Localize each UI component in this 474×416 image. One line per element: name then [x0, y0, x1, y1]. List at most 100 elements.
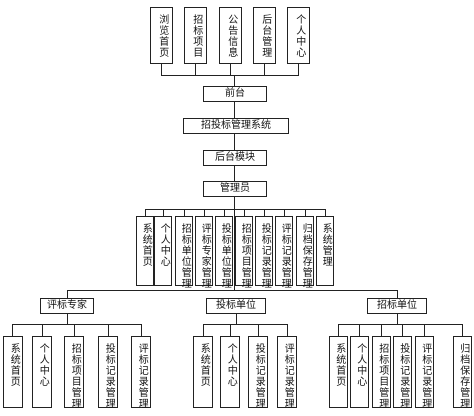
connector: [230, 64, 231, 75]
admin-module-label: 招标项目管理: [239, 223, 251, 289]
expert-module-personal-center: 个人中心: [32, 336, 52, 408]
connector: [184, 209, 185, 216]
connector: [338, 324, 339, 336]
top-module-tender-projects: 招标项目: [184, 7, 207, 64]
connector: [264, 209, 265, 216]
admin-module-system-home: 系统首页: [136, 216, 154, 286]
connector: [145, 209, 146, 216]
connector: [12, 324, 142, 325]
top-module-announcements: 公告信息: [219, 7, 242, 64]
connector: [234, 166, 235, 181]
connector: [325, 209, 326, 216]
bidder-module-label: 系统首页: [198, 343, 210, 387]
bidder-module-bid-record-mgmt: 投标记录管理: [248, 336, 268, 409]
tenderer-module-archive-mgmt: 归档保存管理: [453, 336, 472, 409]
connector: [145, 209, 325, 210]
expert-module-label: 招标项目管理: [69, 343, 81, 409]
front-end-label: 前台: [225, 88, 245, 99]
front-end-node: 前台: [203, 86, 267, 102]
connector: [161, 64, 162, 75]
connector: [258, 324, 259, 336]
connector: [397, 290, 398, 298]
connector: [287, 324, 288, 336]
expert-module-system-home: 系统首页: [3, 336, 23, 408]
admin-module-archive-mgmt: 归档保存管理: [296, 216, 314, 289]
connector: [204, 209, 205, 216]
top-module-label: 浏览首页: [156, 14, 168, 58]
connector: [381, 324, 382, 336]
back-end-label: 后台模块: [215, 152, 255, 163]
connector: [67, 290, 398, 291]
connector: [338, 324, 463, 325]
top-module-label: 公告信息: [225, 14, 237, 58]
connector: [234, 134, 235, 150]
tenderer-module-label: 招标项目管理: [376, 343, 388, 409]
expert-module-label: 评标记录管理: [136, 343, 148, 409]
admin-module-system-mgmt: 系统管理: [316, 216, 334, 286]
connector: [108, 324, 109, 336]
admin-module-bid-record-mgmt: 投标记录管理: [255, 216, 273, 289]
admin-module-tender-unit-mgmt: 招标单位管理: [175, 216, 193, 289]
admin-label: 管理员: [220, 183, 250, 194]
connector: [74, 324, 75, 336]
top-module-backend-admin: 后台管理: [253, 7, 276, 64]
admin-module-label: 评标专家管理: [199, 223, 211, 289]
role-label: 评标专家: [47, 300, 87, 311]
connector: [397, 314, 398, 324]
connector: [230, 324, 231, 336]
connector: [305, 209, 306, 216]
expert-module-bid-record-mgmt: 投标记录管理: [98, 336, 118, 409]
system-label: 招投标管理系统: [201, 120, 271, 131]
bidder-module-label: 评标记录管理: [282, 343, 294, 409]
admin-module-label: 个人中心: [158, 223, 170, 267]
admin-module-expert-mgmt: 评标专家管理: [195, 216, 213, 289]
connector: [236, 314, 237, 324]
bidder-module-personal-center: 个人中心: [220, 336, 240, 408]
tenderer-module-label: 系统首页: [333, 343, 345, 387]
admin-module-label: 系统首页: [140, 223, 152, 267]
bidder-module-label: 投标记录管理: [253, 343, 265, 409]
connector: [264, 64, 265, 75]
top-module-label: 个人中心: [293, 14, 305, 58]
connector: [284, 209, 285, 216]
tenderer-module-label: 投标记录管理: [397, 343, 409, 409]
connector: [42, 324, 43, 336]
role-node-tenderer: 招标单位: [367, 298, 427, 314]
connector: [12, 324, 13, 336]
admin-module-label: 投标单位管理: [219, 223, 231, 289]
connector: [224, 209, 225, 216]
admin-module-label: 归档保存管理: [300, 223, 312, 289]
admin-module-project-mgmt: 招标项目管理: [235, 216, 253, 289]
connector: [234, 197, 235, 290]
tenderer-module-bid-record-mgmt: 投标记录管理: [393, 336, 412, 409]
connector: [234, 102, 235, 118]
tenderer-module-label: 个人中心: [354, 343, 366, 387]
admin-module-label: 投标记录管理: [259, 223, 271, 289]
connector: [462, 324, 463, 336]
admin-node: 管理员: [203, 181, 267, 197]
bidder-module-system-home: 系统首页: [193, 336, 213, 408]
tenderer-module-personal-center: 个人中心: [350, 336, 369, 408]
connector: [67, 314, 68, 324]
role-node-expert: 评标专家: [40, 298, 94, 314]
admin-module-label: 评标记录管理: [279, 223, 291, 289]
tenderer-module-label: 归档保存管理: [457, 343, 469, 409]
admin-module-label: 系统管理: [320, 223, 332, 267]
bidder-module-evaluation-record-mgmt: 评标记录管理: [277, 336, 297, 409]
expert-module-project-mgmt: 招标项目管理: [64, 336, 84, 409]
admin-module-evaluation-record-mgmt: 评标记录管理: [275, 216, 293, 289]
connector: [244, 209, 245, 216]
back-end-node: 后台模块: [203, 150, 267, 166]
expert-module-label: 系统首页: [8, 343, 20, 387]
bidder-module-label: 个人中心: [225, 343, 237, 387]
admin-module-bidder-mgmt: 投标单位管理: [215, 216, 233, 289]
top-module-label: 招标项目: [190, 14, 202, 58]
connector: [234, 75, 235, 86]
tenderer-module-evaluation-record-mgmt: 评标记录管理: [415, 336, 434, 409]
top-module-personal-center: 个人中心: [287, 7, 310, 64]
tenderer-module-label: 评标记录管理: [419, 343, 431, 409]
connector: [203, 324, 204, 336]
top-module-browse-home: 浏览首页: [150, 7, 173, 64]
admin-module-personal-center: 个人中心: [154, 216, 172, 286]
